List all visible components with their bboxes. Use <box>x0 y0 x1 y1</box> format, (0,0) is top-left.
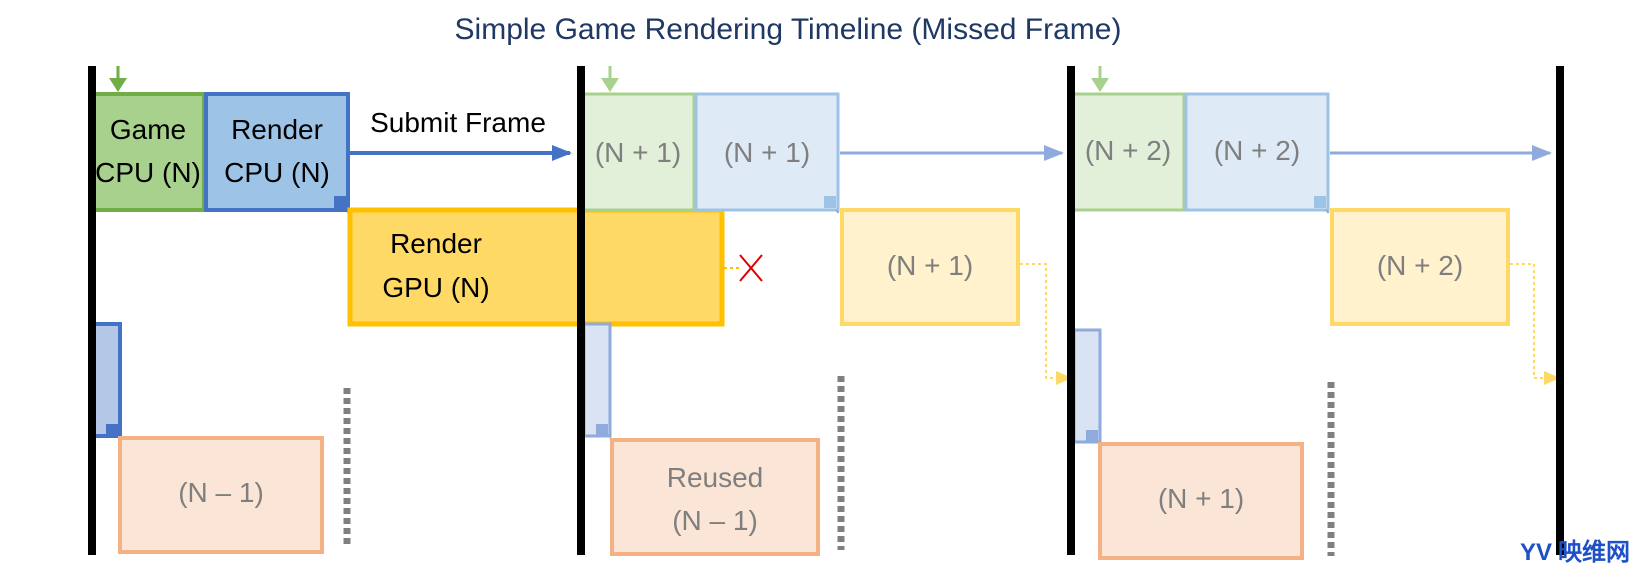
watermark-logo: YV <box>1520 539 1552 566</box>
gpu-to-scanout-arrow <box>1510 263 1560 385</box>
game-cpu-label: (N + 1) <box>595 137 681 168</box>
frame-2: (N + 1) (N + 1) (N + 1) Reused (N – 1) <box>580 66 1072 556</box>
display-label-line2: (N – 1) <box>672 505 758 536</box>
game-cpu-block <box>90 92 206 212</box>
render-cpu-block <box>204 92 350 212</box>
render-cpu-label: (N + 1) <box>724 137 810 168</box>
frame-start-arrowhead <box>109 78 127 92</box>
render-gpu-label: (N + 2) <box>1377 250 1463 281</box>
render-cpu-corner-marker <box>824 196 836 208</box>
scanout-corner-marker <box>596 424 608 436</box>
scanout-bar <box>582 322 612 438</box>
render-cpu-block <box>1184 92 1330 212</box>
display-block <box>1098 442 1304 560</box>
render-cpu-label-line1: Render <box>231 114 323 145</box>
render-gpu-label-line2: GPU (N) <box>382 272 489 303</box>
game-cpu-label-line1: Game <box>110 114 186 145</box>
frame-3: (N + 2) (N + 2) (N + 2) (N + 1) <box>1070 66 1560 560</box>
frame-start-arrowhead <box>1091 78 1109 92</box>
render-gpu-label-line1: Render <box>390 228 482 259</box>
watermark-text: 映维网 <box>1558 538 1630 566</box>
missed-frame-x-icon <box>739 254 763 282</box>
render-cpu-label-line2: CPU (N) <box>224 157 330 188</box>
render-gpu-block <box>840 208 1020 326</box>
watermark: YV 映维网 <box>1520 538 1630 566</box>
render-cpu-label: (N + 2) <box>1214 135 1300 166</box>
display-label-line1: Reused <box>667 462 764 493</box>
display-block <box>118 436 324 554</box>
render-cpu-corner-marker <box>334 196 346 208</box>
submit-frame-label: Submit Frame <box>370 107 546 138</box>
frame-start-arrowhead <box>601 78 619 92</box>
gpu-to-scanout-arrow <box>1020 263 1072 385</box>
game-cpu-label: (N + 2) <box>1085 135 1171 166</box>
game-cpu-block <box>580 92 696 212</box>
game-cpu-block <box>1070 92 1186 212</box>
render-cpu-corner-marker <box>1314 196 1326 208</box>
render-gpu-block <box>1330 208 1510 326</box>
frame-1: Game CPU (N) Render CPU (N) Submit Frame… <box>90 66 763 554</box>
diagram-title: Simple Game Rendering Timeline (Missed F… <box>455 13 1122 46</box>
scanout-corner-marker <box>106 424 118 436</box>
render-cpu-block <box>694 92 840 212</box>
render-gpu-block <box>347 207 725 327</box>
display-label: (N + 1) <box>1158 483 1244 514</box>
render-gpu-label: (N + 1) <box>887 250 973 281</box>
scanout-bar <box>1072 328 1102 444</box>
scanout-bar <box>92 322 122 438</box>
game-cpu-label-line2: CPU (N) <box>95 157 201 188</box>
display-block <box>610 438 820 556</box>
scanout-corner-marker <box>1086 430 1098 442</box>
display-label: (N – 1) <box>178 477 264 508</box>
